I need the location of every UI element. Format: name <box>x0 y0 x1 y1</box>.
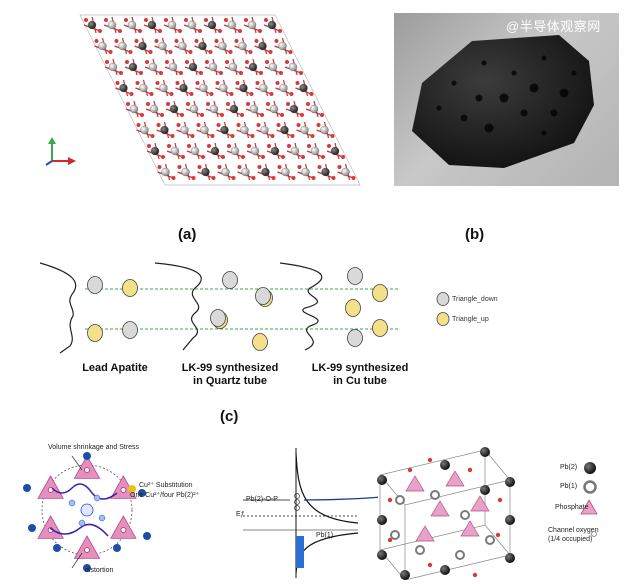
panel-label-a: (a) <box>178 226 197 243</box>
crystal-lattice-image <box>79 14 361 186</box>
legend-channel-oxygen-label: Channel oxygen <box>548 527 599 534</box>
legend-swatch-up <box>436 312 450 326</box>
sample-photo: @半导体观察网 <box>394 13 619 186</box>
unit-cell-structure <box>377 447 515 580</box>
legend-label-up: Triangle_up <box>452 316 489 323</box>
rock-sample-shape <box>412 35 594 168</box>
cu-substitution-ratio: One Cu²⁺/four Pb(2)²⁺ <box>130 492 200 499</box>
legend-pb2-label: Pb(2) <box>560 464 578 471</box>
panel-label-c: (c) <box>220 408 239 425</box>
cu-substitution-label: Cu²⁺ Substitution <box>139 482 193 489</box>
distortion-label: distortion <box>85 567 114 574</box>
legend-pb1-label: Pb(1) <box>560 483 578 490</box>
stacking-schematic <box>39 262 450 354</box>
legend-label-down: Triangle_down <box>452 296 498 303</box>
legend-phosphate-label: Phosphate <box>555 504 589 511</box>
fermi-level-label: Eƒ <box>236 511 245 518</box>
cu-substitution-diagram <box>23 452 151 572</box>
volume-shrinkage-label: Volume shrinkage and Stress <box>48 444 140 451</box>
legend-channel-oxygen-icon <box>591 531 597 537</box>
watermark-text: @半导体观察网 <box>506 19 601 34</box>
band-diagram <box>243 448 378 578</box>
legend-channel-occupancy-label: (1/4 occupied) <box>548 536 593 543</box>
pb2-o-p-label: Pb(2)-O-P <box>246 496 278 503</box>
cu-dot-icon <box>128 485 136 493</box>
legend-pb2-icon <box>584 462 596 474</box>
legend-pb1-icon <box>583 480 597 494</box>
caption-lk99-cu: LK-99 synthesized in Cu tube <box>311 362 409 387</box>
caption-lk99-quartz: LK-99 synthesized in Quartz tube <box>181 362 279 387</box>
axis-triad-icon <box>45 137 76 166</box>
pb1-label: Pb(1) <box>316 532 334 539</box>
legend-swatch-down <box>436 292 450 306</box>
caption-lead-apatite: Lead Apatite <box>82 362 148 374</box>
panel-label-b: (b) <box>465 226 485 243</box>
legend-phosphate-icon <box>580 499 598 515</box>
